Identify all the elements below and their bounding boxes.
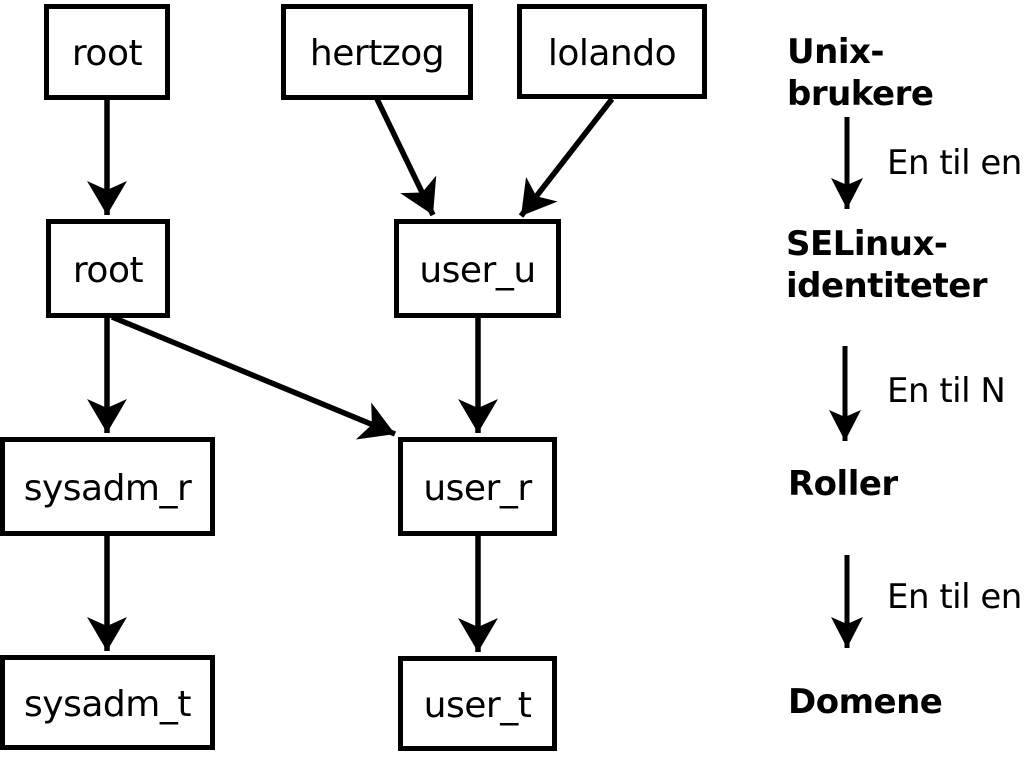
node-role-user-r: user_r (398, 437, 557, 536)
legend-relation-one-to-one-a: En til en (887, 143, 1022, 183)
edge-lolando-to-user-u-arrow (518, 97, 615, 218)
node-label: user_t (423, 684, 532, 726)
legend-level-selinux-identities: SELinux-identiteter (786, 224, 988, 306)
node-label: root (72, 249, 144, 291)
node-label: sysadm_r (23, 467, 192, 509)
legend-relation-one-to-n: En til N (887, 371, 1006, 411)
node-unix-user-lolando: lolando (517, 4, 707, 99)
node-label: sysadm_t (24, 683, 191, 725)
legend-level-roles: Roller (788, 464, 898, 504)
node-label: root (71, 33, 143, 74)
node-unix-user-hertzog: hertzog (281, 4, 473, 100)
node-unix-user-root: root (44, 4, 170, 100)
node-label: hertzog (309, 33, 445, 74)
edge-hertzog-to-user-u-arrow (374, 97, 437, 217)
node-selinux-identity-root: root (46, 219, 170, 318)
node-role-sysadm-r: sysadm_r (0, 437, 215, 536)
edge-root-to-user-r-arrow (110, 314, 397, 440)
node-selinux-identity-user-u: user_u (394, 219, 561, 318)
legend-relation-one-to-one-b: En til en (887, 577, 1022, 617)
node-label: user_u (419, 249, 536, 291)
node-domain-user-t: user_t (398, 656, 557, 751)
node-domain-sysadm-t: sysadm_t (0, 655, 215, 750)
node-label: lolando (547, 32, 677, 74)
node-label: user_r (423, 467, 532, 509)
legend-level-domains: Domene (788, 682, 943, 722)
legend-level-unix-users: Unix-brukere (787, 32, 934, 114)
